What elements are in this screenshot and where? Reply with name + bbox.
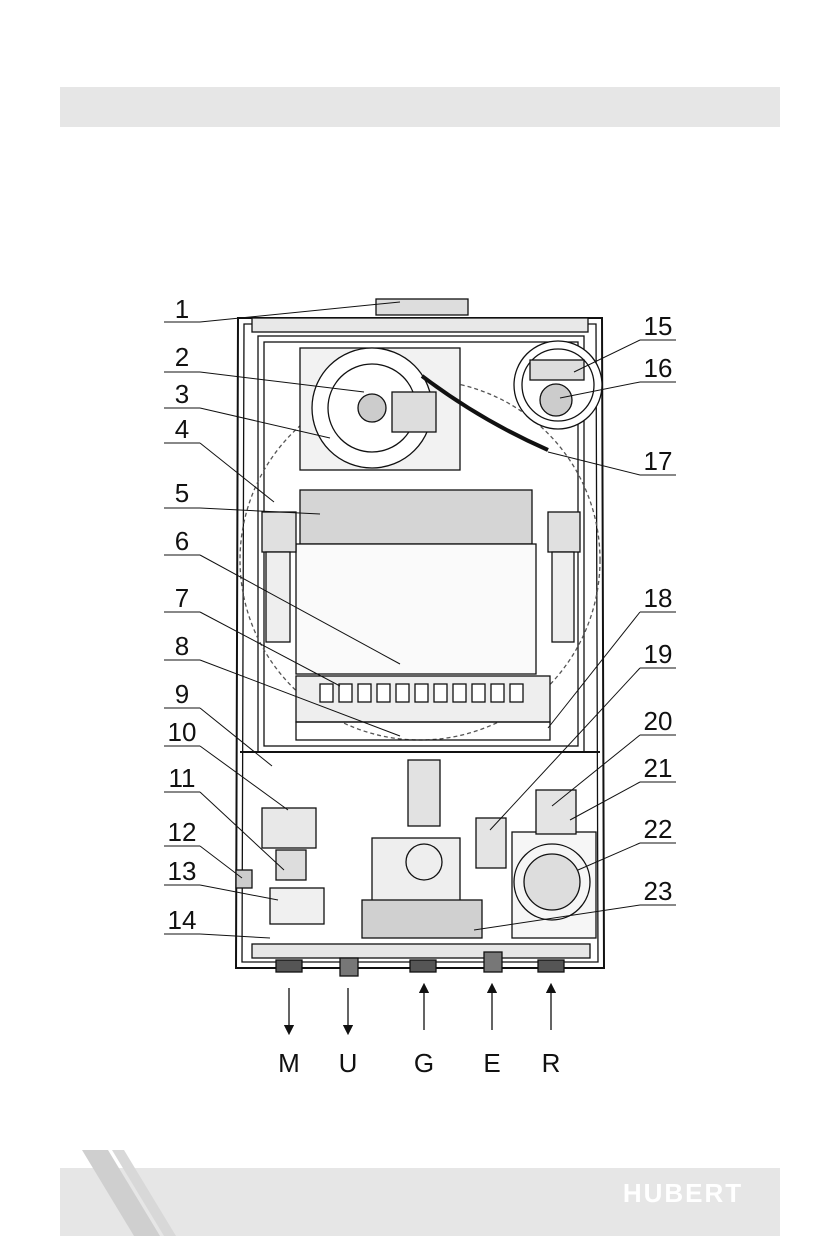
part-label: 19 [644, 639, 673, 669]
part-label: 8 [175, 631, 189, 661]
part-labels-left: 1 2 3 4 5 6 7 8 9 10 11 12 13 14 [168, 294, 197, 935]
part-label: 18 [644, 583, 673, 613]
connection-label: G [414, 1048, 434, 1078]
part-label: 3 [175, 379, 189, 409]
part-label: 7 [175, 583, 189, 613]
connection-label: U [339, 1048, 358, 1078]
part-label: 14 [168, 905, 197, 935]
part-label: 23 [644, 876, 673, 906]
part-label: 21 [644, 753, 673, 783]
part-labels-right: 15 16 17 18 19 20 21 22 23 [644, 311, 673, 906]
part-label: 4 [175, 414, 189, 444]
part-label: 12 [168, 817, 197, 847]
part-label: 20 [644, 706, 673, 736]
connection-arrows [289, 988, 551, 1030]
part-label: 15 [644, 311, 673, 341]
part-label: 6 [175, 526, 189, 556]
connection-labels: M U G E R [278, 1048, 560, 1078]
part-label: 17 [644, 446, 673, 476]
part-label: 16 [644, 353, 673, 383]
part-label: 13 [168, 856, 197, 886]
brand-logo: HUBERT [623, 1178, 743, 1208]
connection-label: M [278, 1048, 300, 1078]
part-label: 2 [175, 342, 189, 372]
part-label: 11 [169, 763, 196, 793]
connection-label: R [542, 1048, 561, 1078]
connection-label: E [483, 1048, 500, 1078]
part-label: 9 [175, 679, 189, 709]
part-label: 10 [168, 717, 197, 747]
part-label: 1 [175, 294, 189, 324]
part-label: 22 [644, 814, 673, 844]
boiler-casing [236, 299, 604, 976]
part-label: 5 [175, 478, 189, 508]
